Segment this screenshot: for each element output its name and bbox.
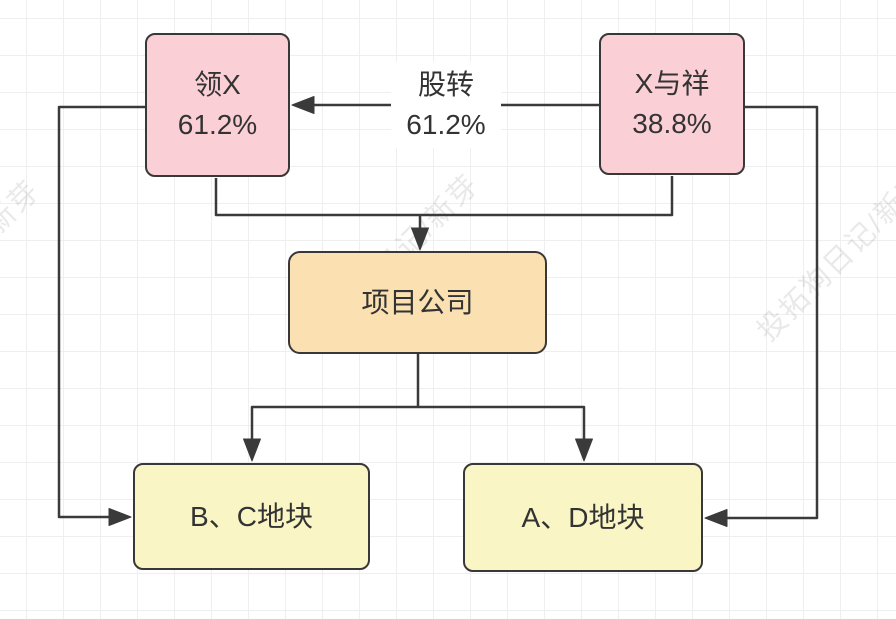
- node-lingx-name: 领X: [194, 69, 241, 100]
- connector-lingx-to-bc[interactable]: [57, 105, 145, 526]
- edge-label-equity-transfer[interactable]: 股转 61.2%: [391, 62, 501, 148]
- connector-shareholders-to-project[interactable]: [214, 176, 674, 251]
- node-ad-parcels[interactable]: A、D地块: [463, 463, 703, 572]
- node-project-company-label: 项目公司: [361, 286, 474, 318]
- connector-xyuxiang-to-ad[interactable]: [704, 105, 819, 527]
- node-x-yuxiang-name: X与祥: [634, 68, 710, 99]
- connector-project-to-parcels[interactable]: [243, 354, 593, 462]
- node-x-yuxiang-share: 38.8%: [632, 108, 712, 139]
- node-bc-parcels[interactable]: B、C地块: [133, 463, 370, 570]
- node-ad-parcels-label: A、D地块: [521, 501, 645, 533]
- node-lingx-share: 61.2%: [177, 109, 258, 140]
- edge-label-line2: 61.2%: [406, 109, 486, 140]
- edge-label-line1: 股转: [417, 69, 474, 100]
- node-lingx[interactable]: 领X 61.2%: [145, 33, 290, 177]
- node-bc-parcels-label: B、C地块: [190, 500, 313, 532]
- node-x-yuxiang[interactable]: X与祥 38.8%: [599, 33, 745, 175]
- node-project-company[interactable]: 项目公司: [288, 251, 547, 354]
